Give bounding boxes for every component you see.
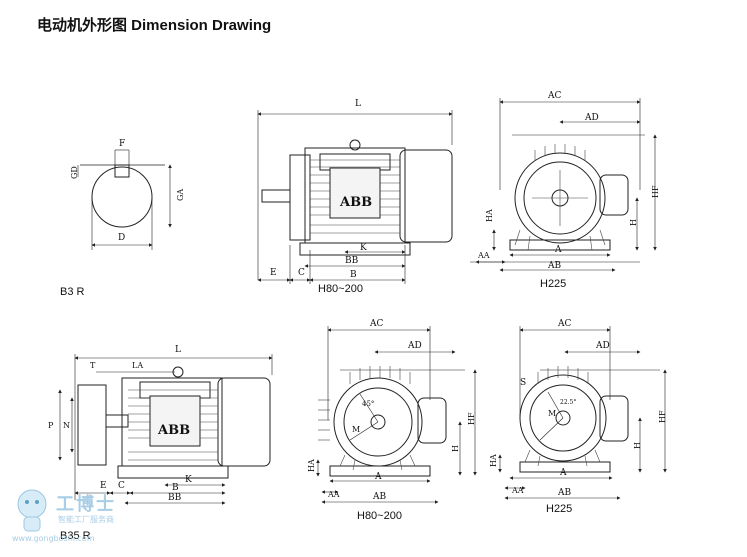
label-ha-bottom-right: HA: [489, 454, 498, 467]
shaft-end-view: [77, 149, 172, 250]
watermark-brand: 工博士: [56, 494, 116, 515]
label-hf-bottom-left: HF: [467, 412, 476, 425]
label-ab-bottom-left: AB: [372, 492, 386, 502]
page-title: 电动机外形图 Dimension Drawing: [37, 17, 272, 34]
label-h-bottom-left: H: [451, 445, 460, 452]
label-aa-bottom-left: AA: [327, 490, 340, 499]
label-ac-bottom-right: AC: [557, 319, 571, 329]
label-m-bottom-left: M: [352, 425, 360, 434]
label-l-bottom: L: [175, 345, 181, 355]
caption-b35r: B35 R: [60, 530, 91, 542]
label-p: P: [48, 421, 54, 430]
caption-h80-bottom: H80~200: [357, 510, 402, 522]
abb-logo-top: ABB: [339, 195, 372, 210]
side-view-bottom: [58, 354, 273, 500]
label-ac-bottom-left: AC: [369, 319, 383, 329]
label-h-bottom-right: H: [633, 442, 642, 449]
fins-top: [310, 159, 400, 234]
fins-end-top: [514, 144, 606, 251]
label-s: S: [520, 378, 526, 388]
dims-bottom: [74, 483, 226, 505]
label-a-top: A: [554, 245, 562, 255]
caption-h225-bottom: H225: [546, 503, 573, 515]
label-a-bottom-right: A: [559, 468, 567, 478]
caption-h80-top: H80~200: [318, 283, 363, 295]
fins-bottom: [128, 389, 218, 461]
label-n: N: [63, 421, 70, 430]
watermark-mascot-icon: [17, 489, 47, 532]
side-view-top: [257, 110, 453, 280]
label-ha-bottom-left: HA: [307, 459, 316, 472]
label-aa-top: AA: [477, 251, 490, 260]
label-bb-bottom: BB: [168, 493, 182, 503]
label-b-bottom: B: [172, 483, 179, 493]
label-c-top: C: [298, 268, 305, 278]
end-view-top: [470, 98, 657, 272]
label-m-bottom-right: M: [548, 409, 556, 418]
label-hf-bottom-right: HF: [658, 410, 667, 423]
label-d: D: [118, 233, 125, 243]
label-c-bottom: C: [118, 481, 125, 491]
caption-b3r: B3 R: [60, 286, 85, 298]
label-ha-top: HA: [485, 209, 494, 222]
label-t: T: [90, 361, 96, 370]
label-l-top: L: [355, 99, 361, 109]
abb-logo-bottom: ABB: [157, 423, 190, 438]
dims-top: [257, 245, 406, 284]
label-45deg: 45°: [362, 400, 374, 408]
end-view-bottom-left: [316, 326, 477, 504]
label-la: LA: [132, 361, 143, 370]
label-ab-top: AB: [547, 261, 561, 271]
label-gd: GD: [70, 166, 79, 179]
label-225deg: 22.5°: [560, 399, 576, 406]
watermark: 工博士 智能工厂服务商 www.gongboshi.com: [8, 482, 138, 552]
label-ga: GA: [176, 189, 185, 201]
label-e-top: E: [270, 268, 277, 278]
label-a-bottom-left: A: [374, 472, 382, 482]
label-k-top: K: [360, 243, 367, 253]
label-e-bottom: E: [100, 481, 107, 491]
label-ac-top: AC: [547, 91, 561, 101]
label-hf-top: HF: [651, 185, 660, 198]
label-ad-bottom-left: AD: [407, 341, 422, 351]
label-ad-top: AD: [584, 113, 599, 123]
caption-h225-top: H225: [540, 278, 567, 290]
label-h-top: H: [629, 219, 638, 226]
fins-end-bottom-left: [318, 366, 416, 471]
label-ab-bottom-right: AB: [557, 488, 571, 498]
label-f: F: [119, 139, 125, 149]
end-view-bottom-right: [498, 326, 667, 500]
label-b-top: B: [350, 270, 357, 280]
watermark-url: www.gongboshi.com: [12, 534, 95, 543]
label-k-bottom: K: [185, 475, 192, 485]
label-bb-top: BB: [345, 256, 359, 266]
watermark-sub: 智能工厂服务商: [58, 515, 114, 524]
label-ad-bottom-right: AD: [595, 341, 610, 351]
label-aa-bottom-right: AA: [511, 486, 524, 495]
fins-end-bottom-right: [524, 366, 601, 467]
